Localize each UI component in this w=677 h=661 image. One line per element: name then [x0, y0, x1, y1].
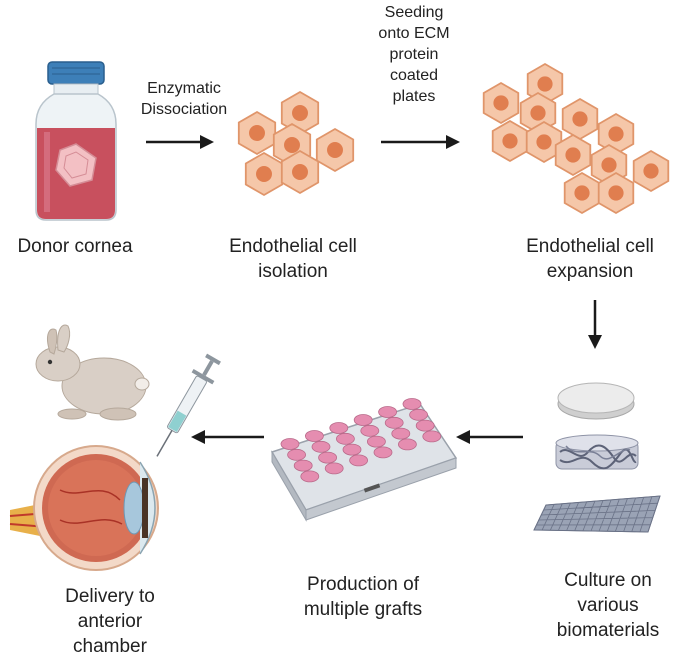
arrow-label-line: Seeding [384, 4, 444, 21]
syringe-icon [156, 353, 221, 457]
endothelial-cell [563, 171, 601, 215]
donor-bottle-icon [35, 61, 117, 221]
arrow-to-production [456, 430, 523, 444]
plate-well [311, 440, 331, 453]
plate-well [293, 459, 313, 472]
multiwell-plate-icon [270, 398, 458, 522]
plate-well [335, 432, 355, 445]
plate-well [329, 422, 349, 434]
arrow-label-enzymatic-dissociation: Enzymatic Dissociation [126, 78, 242, 120]
arrow-label-line: plates [392, 88, 436, 105]
arrow-label-line: Dissociation [140, 101, 228, 118]
endothelial-cell [561, 97, 599, 141]
plate-well [415, 419, 435, 432]
plate-well [318, 451, 338, 464]
plate-well [300, 470, 320, 483]
plate-well [342, 443, 362, 456]
step-label-line: anterior [77, 611, 143, 632]
arrow-label-line: onto ECM [378, 25, 450, 42]
arrow-label-line: Enzymatic [147, 80, 221, 97]
step-label-line: Endothelial cell [526, 236, 654, 257]
plate-well [402, 398, 422, 410]
step-label-line: Delivery to [65, 586, 155, 607]
step-label-delivery: Delivery to anterior chamber [40, 584, 180, 659]
step-label-donor-cornea: Donor cornea [0, 234, 150, 259]
endothelial-cell [280, 149, 320, 195]
biomaterial-disc-icon [557, 382, 635, 420]
arrow-enzymatic [146, 135, 214, 149]
endothelial-cell [315, 127, 355, 173]
endothelial-cell [597, 171, 635, 215]
step-label-production: Production of multiple grafts [278, 572, 448, 622]
endothelial-cell [482, 81, 520, 125]
endothelial-cell [237, 110, 277, 156]
plate-well [391, 427, 411, 440]
plate-well [360, 424, 380, 437]
eye-anatomy-icon [9, 445, 159, 571]
arrow-label-seeding: Seeding onto ECM protein coated plates [362, 2, 466, 107]
expanded-endothelial-cells [482, 62, 670, 215]
arrow-seeding [381, 135, 460, 149]
arrow-label-line: protein [389, 46, 439, 63]
plate-well [378, 406, 398, 418]
biomaterial-mesh-icon [533, 495, 661, 533]
endothelial-cell [491, 119, 529, 163]
step-label-line: Culture on [564, 570, 652, 591]
step-label-line: biomaterials [556, 620, 660, 641]
step-label-line: isolation [258, 261, 328, 282]
biomaterial-fiber-scaffold-icon [555, 434, 639, 470]
arrow-down-to-culture [588, 300, 602, 349]
plate-well [384, 416, 404, 429]
endothelial-cell [632, 149, 670, 193]
plate-well [353, 414, 373, 426]
step-label-line: Donor cornea [17, 236, 133, 257]
step-label-line: Production of [307, 574, 419, 595]
isolated-endothelial-cells [237, 90, 355, 197]
plate-well [324, 462, 344, 475]
plate-well [349, 454, 369, 467]
plate-well [366, 435, 386, 448]
plate-well [304, 430, 324, 442]
step-label-line: expansion [546, 261, 634, 282]
endothelial-cell [525, 120, 563, 164]
plate-well [373, 446, 393, 459]
plate-well [280, 438, 300, 450]
step-label-expansion: Endothelial cell expansion [505, 234, 675, 284]
step-label-isolation: Endothelial cell isolation [208, 234, 378, 284]
step-label-line: various [577, 595, 639, 616]
endothelial-cell [597, 112, 635, 156]
step-label-line: Endothelial cell [229, 236, 357, 257]
step-label-culture: Culture on various biomaterials [540, 568, 676, 643]
rabbit-icon [35, 324, 150, 421]
plate-well [409, 408, 429, 421]
endothelial-cell [244, 151, 284, 197]
arrow-label-line: coated [389, 67, 439, 84]
step-label-line: chamber [73, 636, 147, 657]
arrow-to-delivery [191, 430, 264, 444]
plate-well [287, 448, 307, 461]
endothelial-cell [554, 133, 592, 177]
plate-well [422, 430, 442, 443]
plate-well [397, 438, 417, 451]
step-label-line: multiple grafts [303, 599, 423, 620]
